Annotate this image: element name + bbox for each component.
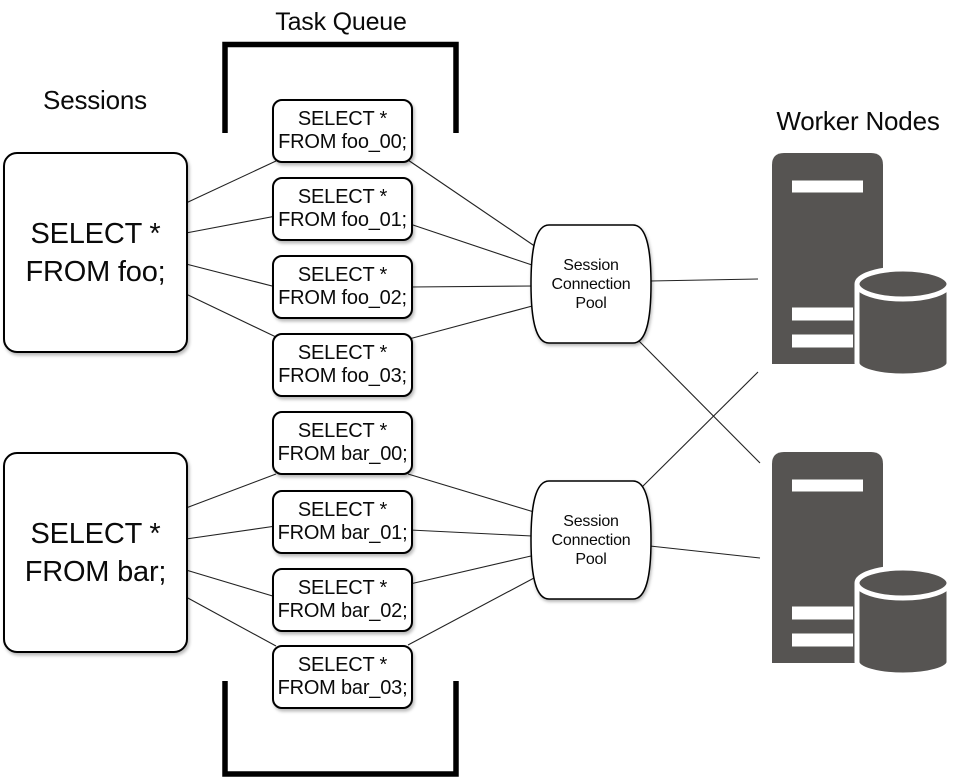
connector-line [639,371,759,490]
session-connection-pool-1-label: Session Connection Pool [531,225,651,343]
session-connection-pool-1-shape [530,224,652,344]
pool-label-line: Session [563,512,619,530]
task-box-bar-03: SELECT * FROM bar_03; [272,645,413,709]
connector-line [649,545,761,559]
task-queue-bracket-bottom [222,681,459,777]
query-line: FROM bar_01; [277,522,408,544]
server-slot [792,180,863,193]
database-cylinder-icon [854,565,952,678]
pool-label-line: Pool [575,294,607,312]
connector-line [185,569,277,598]
task-box-foo-03: SELECT * FROM foo_03; [272,333,413,397]
connector-line [407,577,535,646]
connector-line [185,525,277,540]
query-line: SELECT * [297,420,388,442]
connector-line [408,304,537,340]
connector-line [185,215,277,234]
query-line: FROM bar; [24,555,167,588]
query-line: SELECT * [30,517,161,550]
database-cylinder-icon [854,266,952,379]
server-slot [792,307,853,321]
server-slot [792,334,853,348]
connector-line [409,529,533,537]
task-queue-label: Task Queue [275,8,407,36]
task-queue-bracket-top [222,41,459,133]
query-line: FROM foo_01; [278,209,407,231]
task-box-foo-01: SELECT * FROM foo_01; [272,177,413,241]
worker-node-icon-2 [772,452,952,678]
connector-line [185,160,277,204]
pool-label-line: Connection [551,275,631,293]
session-foo-to-task-lines [185,160,277,338]
pool-label-line: Pool [575,550,607,568]
session-query-box-bar: SELECT * FROM bar; [3,452,188,653]
server-slot [792,633,853,647]
query-line: FROM bar_03; [277,677,408,699]
connector-line [635,337,761,464]
session-query-box-foo: SELECT * FROM foo; [3,152,188,353]
query-line: SELECT * [297,264,388,286]
cylinder-top [854,266,952,302]
connector-line [407,473,535,513]
session-bar-to-task-lines [185,473,277,647]
cylinder-body [854,583,952,678]
query-line: FROM bar_00; [277,443,408,465]
query-line: FROM foo_02; [278,287,407,309]
connector-line [409,285,535,288]
cylinder-body [854,284,952,379]
pool-label-line: Connection [551,531,631,549]
server-slot [792,479,863,492]
query-line: FROM foo_03; [278,365,407,387]
connector-line [185,596,277,647]
task-box-bar-01: SELECT * FROM bar_01; [272,490,413,554]
session-connection-pool-2-label: Session Connection Pool [531,481,651,599]
sessions-label: Sessions [43,85,147,115]
task-box-foo-02: SELECT * FROM foo_02; [272,255,413,319]
query-line: SELECT * [297,342,388,364]
worker-nodes-label: Worker Nodes [776,106,940,136]
connector-line [649,278,759,282]
query-line: SELECT * [297,499,388,521]
task-to-pool2-lines [407,473,535,646]
query-line: FROM foo; [25,255,166,288]
cylinder-top [854,565,952,601]
connector-line [407,159,537,248]
query-line: FROM foo_00; [278,131,407,153]
pool-label-line: Session [563,256,619,274]
connector-line [409,223,536,267]
query-line: SELECT * [297,108,388,130]
task-box-bar-00: SELECT * FROM bar_00; [272,411,413,475]
query-line: SELECT * [30,217,161,250]
connector-line [409,555,532,585]
connector-line [185,263,277,288]
task-box-bar-02: SELECT * FROM bar_02; [272,568,413,632]
task-to-pool1-lines [407,159,537,340]
query-line: SELECT * [297,186,388,208]
connector-line [185,473,277,509]
query-line: SELECT * [297,577,388,599]
worker-node-icon-1 [772,153,952,379]
query-line: SELECT * [297,654,388,676]
connector-line [185,293,277,338]
server-slot [792,606,853,620]
pool-to-server-lines [635,278,761,559]
session-connection-pool-2-shape [530,480,652,600]
query-line: FROM bar_02; [277,600,408,622]
task-box-foo-00: SELECT * FROM foo_00; [272,99,413,163]
